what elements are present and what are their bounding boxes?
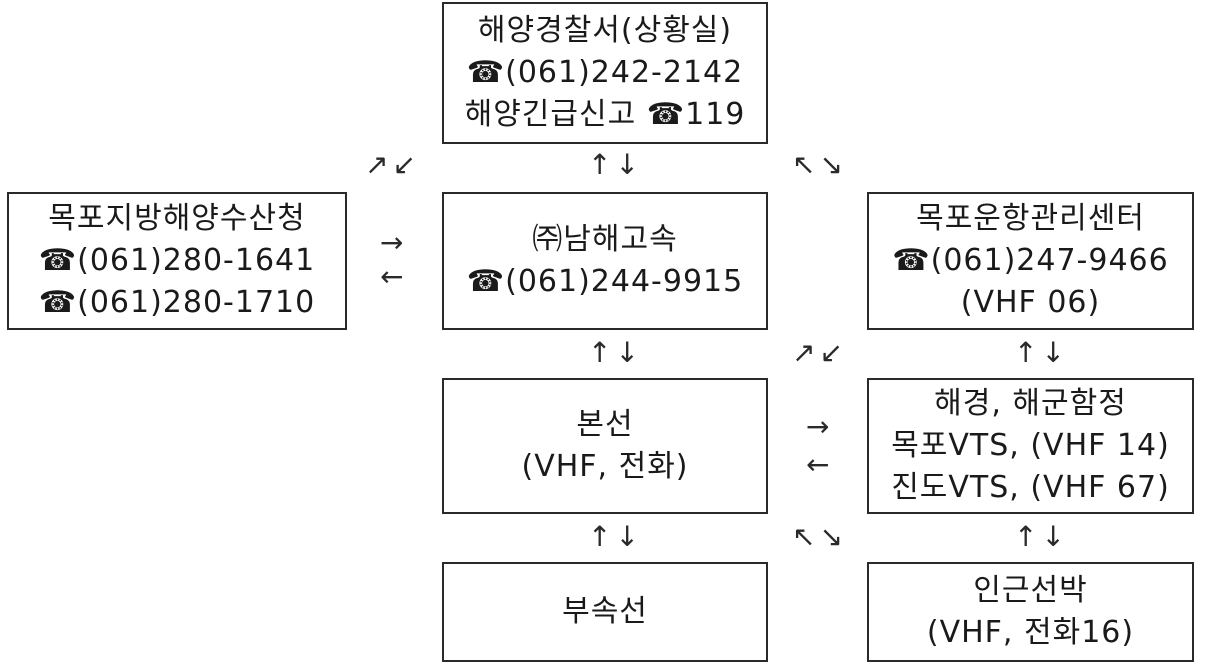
arrow-mokpo-ops-navy: ↑↓ xyxy=(1014,336,1069,369)
nearby-vessels-channels: (VHF, 전화16) xyxy=(926,615,1135,650)
nearby-vessels-box: 인근선박 (VHF, 전화16) xyxy=(867,562,1194,662)
arrow-left-namhae-fisheries: ← xyxy=(380,260,408,293)
fisheries-office-phone-1: ☎(061)280-1641 xyxy=(38,243,316,278)
nearby-vessels-title: 인근선박 xyxy=(973,573,1088,608)
navy-coast-guard-box: 해경, 해군함정 목포VTS, (VHF 14) 진도VTS, (VHF 67) xyxy=(867,378,1194,514)
arrow-right-fisheries-namhae: → xyxy=(380,226,408,259)
coast-guard-phone: ☎(061)242-2142 xyxy=(466,55,744,90)
main-vessel-title: 본선 xyxy=(576,407,634,442)
coast-guard-emergency: 해양긴급신고 ☎119 xyxy=(464,97,746,132)
auxiliary-vessel-box: 부속선 xyxy=(442,562,768,662)
arrow-right-main-navy: → xyxy=(806,410,834,443)
arrow-main-nearby: ↖↘ xyxy=(792,520,847,553)
arrow-left-navy-main: ← xyxy=(806,448,834,481)
auxiliary-vessel-title: 부속선 xyxy=(562,594,648,629)
fisheries-office-phone-2: ☎(061)280-1710 xyxy=(38,285,316,320)
main-vessel-channels: (VHF, 전화) xyxy=(521,449,689,484)
arrow-fisheries-coastguard: ↗↙ xyxy=(365,148,420,181)
namhae-express-phone: ☎(061)244-9915 xyxy=(466,264,744,299)
jindo-vts-line: 진도VTS, (VHF 67) xyxy=(891,470,1170,505)
coast-guard-box: 해양경찰서(상황실) ☎(061)242-2142 해양긴급신고 ☎119 xyxy=(442,2,768,144)
mokpo-operations-vhf: (VHF 06) xyxy=(960,285,1101,320)
arrow-coastguard-namhae: ↑↓ xyxy=(588,148,643,181)
navy-coast-guard-title: 해경, 해군함정 xyxy=(934,386,1127,421)
main-vessel-box: 본선 (VHF, 전화) xyxy=(442,378,768,514)
namhae-express-box: ㈜남해고속 ☎(061)244-9915 xyxy=(442,192,768,330)
fisheries-office-title: 목포지방해양수산청 xyxy=(48,201,306,236)
mokpo-vts-line: 목포VTS, (VHF 14) xyxy=(891,428,1170,463)
mokpo-operations-box: 목포운항관리센터 ☎(061)247-9466 (VHF 06) xyxy=(867,192,1194,330)
coast-guard-title: 해양경찰서(상황실) xyxy=(477,13,733,48)
arrow-navy-nearby: ↑↓ xyxy=(1014,520,1069,553)
arrow-namhae-main-vessel: ↑↓ xyxy=(588,336,643,369)
arrow-coastguard-mokpo-ops: ↖↘ xyxy=(792,148,847,181)
namhae-express-title: ㈜남해고속 xyxy=(532,222,678,257)
mokpo-operations-phone: ☎(061)247-9466 xyxy=(892,243,1169,278)
arrow-main-auxiliary: ↑↓ xyxy=(588,520,643,553)
arrow-mokpo-ops-main-vessel: ↗↙ xyxy=(792,336,847,369)
fisheries-office-box: 목포지방해양수산청 ☎(061)280-1641 ☎(061)280-1710 xyxy=(7,192,347,330)
mokpo-operations-title: 목포운항관리센터 xyxy=(916,201,1145,236)
